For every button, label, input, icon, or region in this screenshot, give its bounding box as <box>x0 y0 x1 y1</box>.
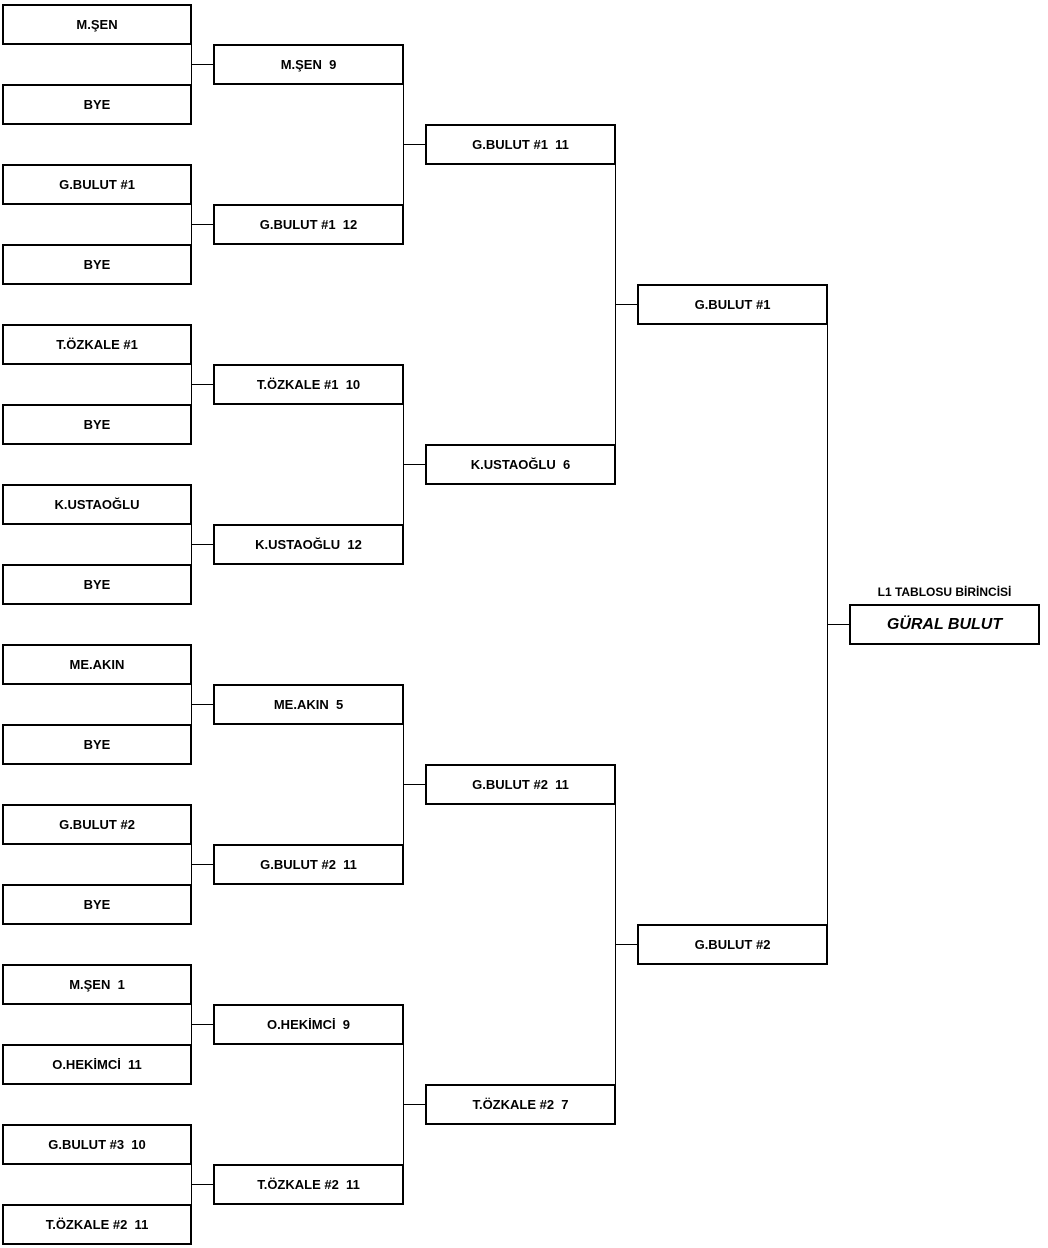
bracket-slot: T.ÖZKALE #2 11 <box>213 1164 404 1205</box>
bracket-slot: ME.AKIN <box>2 644 192 685</box>
bracket-slot: K.USTAOĞLU 12 <box>213 524 404 565</box>
connector-line <box>191 64 213 65</box>
bracket-slot: G.BULUT #1 11 <box>425 124 616 165</box>
connector-line <box>191 1024 213 1025</box>
connector-line <box>191 864 213 865</box>
bracket-slot: O.HEKİMCİ 9 <box>213 1004 404 1045</box>
champion-box: GÜRAL BULUT <box>849 604 1040 645</box>
champion-title: L1 TABLOSU BİRİNCİSİ <box>877 585 1012 599</box>
bracket-slot: G.BULUT #2 <box>2 804 192 845</box>
bracket-slot: G.BULUT #3 10 <box>2 1124 192 1165</box>
bracket-slot: G.BULUT #1 <box>637 284 828 325</box>
connector-line <box>191 1184 213 1185</box>
bracket-slot: BYE <box>2 404 192 445</box>
bracket-slot: BYE <box>2 884 192 925</box>
bracket-slot: T.ÖZKALE #2 11 <box>2 1204 192 1245</box>
connector-line <box>191 704 213 705</box>
bracket-slot: G.BULUT #2 <box>637 924 828 965</box>
bracket-slot: ME.AKIN 5 <box>213 684 404 725</box>
connector-line <box>615 944 637 945</box>
bracket-slot: K.USTAOĞLU 6 <box>425 444 616 485</box>
connector-line <box>191 384 213 385</box>
bracket-slot: T.ÖZKALE #2 7 <box>425 1084 616 1125</box>
bracket-slot: BYE <box>2 84 192 125</box>
connector-line <box>403 464 425 465</box>
bracket-slot: G.BULUT #1 <box>2 164 192 205</box>
bracket-slot: M.ŞEN <box>2 4 192 45</box>
bracket-slot: BYE <box>2 244 192 285</box>
connector-line <box>191 224 213 225</box>
bracket-slot: M.ŞEN 9 <box>213 44 404 85</box>
bracket-slot: T.ÖZKALE #1 <box>2 324 192 365</box>
bracket-slot: G.BULUT #2 11 <box>213 844 404 885</box>
connector-line <box>191 544 213 545</box>
connector-line <box>403 784 425 785</box>
bracket-slot: M.ŞEN 1 <box>2 964 192 1005</box>
connector-line <box>827 624 849 625</box>
bracket-slot: G.BULUT #2 11 <box>425 764 616 805</box>
connector-line <box>403 1104 425 1105</box>
bracket-slot: T.ÖZKALE #1 10 <box>213 364 404 405</box>
bracket-slot: K.USTAOĞLU <box>2 484 192 525</box>
connector-line <box>403 144 425 145</box>
bracket-slot: BYE <box>2 564 192 605</box>
connector-line <box>615 304 637 305</box>
bracket-slot: BYE <box>2 724 192 765</box>
bracket-slot: G.BULUT #1 12 <box>213 204 404 245</box>
bracket-slot: O.HEKİMCİ 11 <box>2 1044 192 1085</box>
